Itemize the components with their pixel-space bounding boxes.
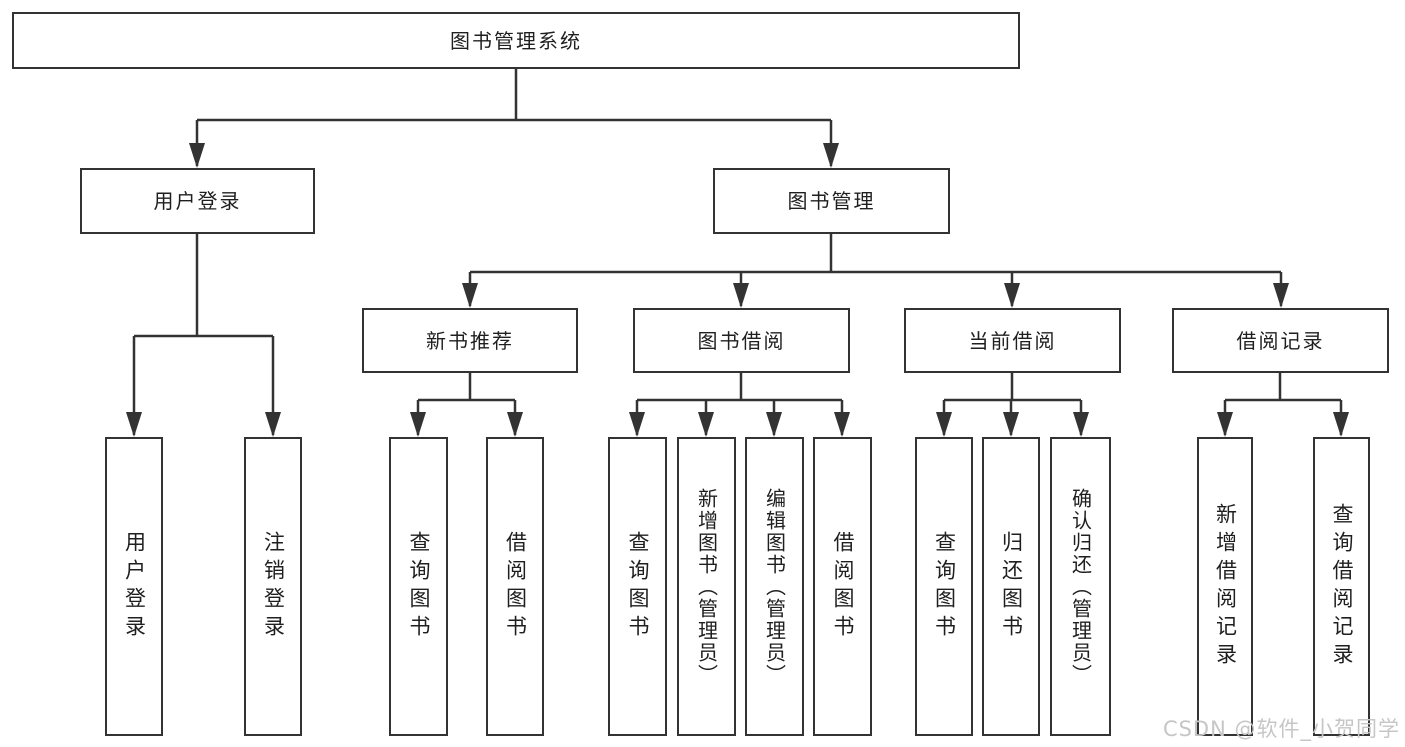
node-leaf-query-books-3: 查询图书: [915, 437, 973, 736]
node-system-root: 图书管理系统: [12, 12, 1020, 69]
node-leaf-confirm-return-admin: 确认归还（管理员）: [1050, 437, 1111, 736]
node-leaf-borrow-books-1: 借阅图书: [486, 437, 544, 736]
node-leaf-query-books-1: 查询图书: [389, 437, 448, 736]
node-leaf-edit-book-admin: 编辑图书（管理员）: [745, 437, 804, 736]
node-leaf-add-borrow-record: 新增借阅记录: [1197, 437, 1253, 736]
node-book-management: 图书管理: [713, 168, 950, 234]
node-leaf-return-book: 归还图书: [982, 437, 1040, 736]
node-leaf-logout: 注销登录: [244, 437, 302, 736]
node-user-login: 用户登录: [80, 168, 315, 234]
node-new-book-recommend: 新书推荐: [362, 308, 578, 373]
node-current-borrow: 当前借阅: [904, 308, 1121, 373]
node-leaf-user-login: 用户登录: [105, 437, 163, 736]
node-borrow-records: 借阅记录: [1172, 308, 1389, 373]
watermark-text: CSDN @软件_小贺同学: [1162, 717, 1400, 741]
node-leaf-borrow-books-2: 借阅图书: [813, 437, 872, 736]
node-leaf-query-books-2: 查询图书: [608, 437, 667, 736]
node-book-borrow: 图书借阅: [633, 308, 850, 373]
node-leaf-query-borrow-record: 查询借阅记录: [1313, 437, 1370, 736]
node-leaf-add-book-admin: 新增图书（管理员）: [677, 437, 736, 736]
